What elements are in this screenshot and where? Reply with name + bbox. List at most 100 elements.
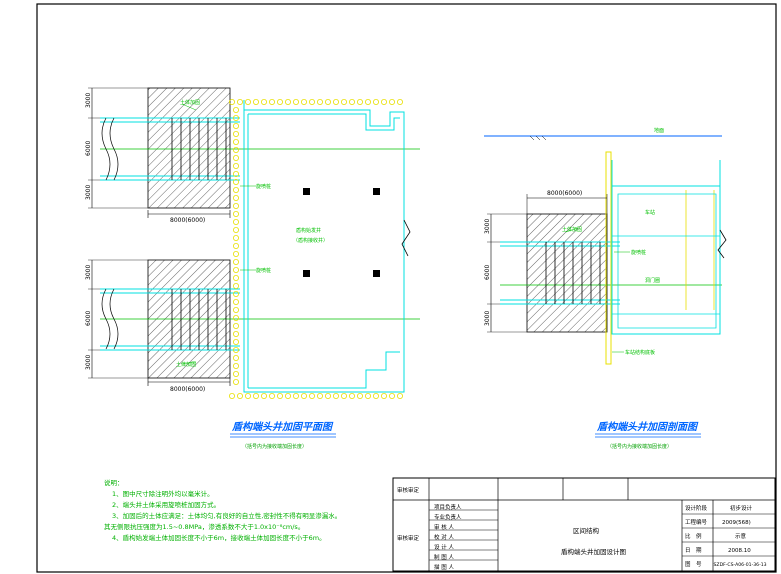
grout-column-circle bbox=[232, 138, 239, 145]
grout-column-circle bbox=[232, 282, 239, 289]
plan-pile bbox=[303, 270, 310, 277]
tb-role-4: 校 对 人 bbox=[434, 533, 454, 541]
section-subtitle: （括号内为接收端加固长度） bbox=[607, 443, 672, 450]
section-station-outline bbox=[611, 185, 721, 335]
plan-dim-lower-3: 3000 bbox=[85, 355, 92, 370]
plan-label-shaft-1: 盾构始发井 bbox=[296, 227, 321, 234]
tb-field-label-1: 设计阶段 bbox=[685, 504, 708, 512]
grout-column-circle bbox=[380, 392, 387, 399]
tb-field-value-4: 2008.10 bbox=[728, 548, 751, 554]
note-line-1: 1、图中尺寸除注明外均以毫米计。 bbox=[112, 489, 214, 498]
section-width: 8000(6000) bbox=[547, 190, 582, 197]
grout-column-circle bbox=[364, 99, 371, 106]
grout-column-circle bbox=[284, 392, 291, 399]
grout-column-circle bbox=[316, 392, 323, 399]
section-dim-1: 3000 bbox=[484, 219, 491, 234]
section-ground-label: 地面 bbox=[654, 127, 664, 134]
grout-column-circle bbox=[232, 290, 239, 297]
plan-title: 盾构端头井加固平面图 bbox=[232, 421, 334, 433]
grout-column-circle bbox=[232, 346, 239, 353]
grout-column-circle bbox=[372, 99, 379, 106]
plan-pile bbox=[373, 270, 380, 277]
grout-column-circle bbox=[260, 99, 267, 106]
plan-grout-columns bbox=[228, 99, 403, 399]
grout-column-circle bbox=[232, 226, 239, 233]
grout-column-circle bbox=[232, 218, 239, 225]
grout-column-circle bbox=[232, 306, 239, 313]
grout-column-circle bbox=[232, 123, 239, 130]
grout-column-circle bbox=[396, 392, 403, 399]
tb-project-line2: 盾构端头井加固设计图 bbox=[561, 547, 626, 556]
tb-field-label-5: 图 号 bbox=[685, 560, 702, 568]
grout-column-circle bbox=[232, 107, 239, 114]
grout-column-circle bbox=[232, 154, 239, 161]
plan-view: 3000 6000 3000 3000 6000 3000 8000(6000)… bbox=[85, 87, 420, 450]
note-line-2: 2、端头井土体采用旋喷桩加固方式。 bbox=[112, 500, 220, 509]
grout-column-circle bbox=[340, 99, 347, 106]
grout-column-circle bbox=[228, 392, 235, 399]
tb-role-7: 描 图 人 bbox=[434, 563, 454, 571]
note-line-4: 其无侧限抗压强度为1.5~0.8MPa，渗透系数不大于1.0x10⁻⁸cm/s。 bbox=[104, 522, 304, 531]
tb-role-6: 制 图 人 bbox=[434, 553, 454, 561]
grout-column-circle bbox=[356, 99, 363, 106]
plan-dim-upper-2: 6000 bbox=[85, 141, 92, 156]
plan-station-outline bbox=[243, 100, 405, 393]
section-dim-3: 3000 bbox=[484, 311, 491, 326]
grout-column-circle bbox=[356, 392, 363, 399]
plan-label-soil: 土体加固 bbox=[180, 99, 200, 106]
grout-column-circle bbox=[388, 99, 395, 106]
plan-subtitle: （括号内为接收端加固长度） bbox=[242, 443, 307, 450]
tb-field-label-3: 比 例 bbox=[685, 532, 702, 540]
plan-label-shaft-2: （盾构接收井） bbox=[293, 237, 328, 244]
tb-left-bottom: 审核审定 bbox=[397, 534, 420, 542]
tb-role-3: 审 核 人 bbox=[434, 523, 454, 531]
grout-column-circle bbox=[252, 392, 259, 399]
grout-column-circle bbox=[232, 314, 239, 321]
plan-label-soil-bottom: 土体加固 bbox=[176, 361, 196, 368]
tb-role-1: 项目负责人 bbox=[434, 503, 462, 511]
grout-column-circle bbox=[348, 392, 355, 399]
grout-column-circle bbox=[396, 99, 403, 106]
grout-column-circle bbox=[232, 210, 239, 217]
plan-label-grout-top: 旋喷桩 bbox=[256, 183, 271, 190]
grout-column-circle bbox=[292, 392, 299, 399]
grout-column-circle bbox=[232, 194, 239, 201]
grout-column-circle bbox=[268, 99, 275, 106]
tb-role-5: 设 计 人 bbox=[434, 543, 454, 551]
grout-column-circle bbox=[372, 392, 379, 399]
grout-column-circle bbox=[232, 242, 239, 249]
tb-field-label-2: 工程编号 bbox=[685, 518, 708, 526]
grout-column-circle bbox=[364, 392, 371, 399]
grout-column-circle bbox=[232, 274, 239, 281]
grout-column-circle bbox=[324, 392, 331, 399]
plan-width-upper: 8000(6000) bbox=[170, 217, 205, 224]
plan-upper-soil-block bbox=[147, 87, 231, 209]
plan-dim-lower-1: 3000 bbox=[85, 265, 92, 280]
grout-column-circle bbox=[232, 186, 239, 193]
grout-column-circle bbox=[284, 99, 291, 106]
grout-column-circle bbox=[232, 178, 239, 185]
grout-column-circle bbox=[260, 392, 267, 399]
grout-column-circle bbox=[232, 258, 239, 265]
grout-column-circle bbox=[236, 392, 243, 399]
grout-column-circle bbox=[308, 99, 315, 106]
tb-left-top: 审核审定 bbox=[397, 486, 420, 494]
tb-field-value-2: 2009(568) bbox=[722, 520, 751, 526]
grout-column-circle bbox=[300, 392, 307, 399]
grout-column-circle bbox=[232, 170, 239, 177]
grout-column-circle bbox=[232, 330, 239, 337]
grout-column-circle bbox=[232, 115, 239, 122]
grout-column-circle bbox=[388, 392, 395, 399]
grout-column-circle bbox=[292, 99, 299, 106]
section-view: 地面 3000 6000 3000 8000(6000) bbox=[484, 127, 727, 450]
grout-column-circle bbox=[232, 146, 239, 153]
section-soil-block bbox=[526, 213, 608, 333]
grout-column-circle bbox=[276, 99, 283, 106]
plan-width-lower: 8000(6000) bbox=[170, 386, 205, 393]
grout-column-circle bbox=[232, 370, 239, 377]
grout-column-circle bbox=[236, 99, 243, 106]
plan-dim-upper-3: 3000 bbox=[85, 185, 92, 200]
section-label-bottom: 车站结构底板 bbox=[625, 349, 655, 356]
